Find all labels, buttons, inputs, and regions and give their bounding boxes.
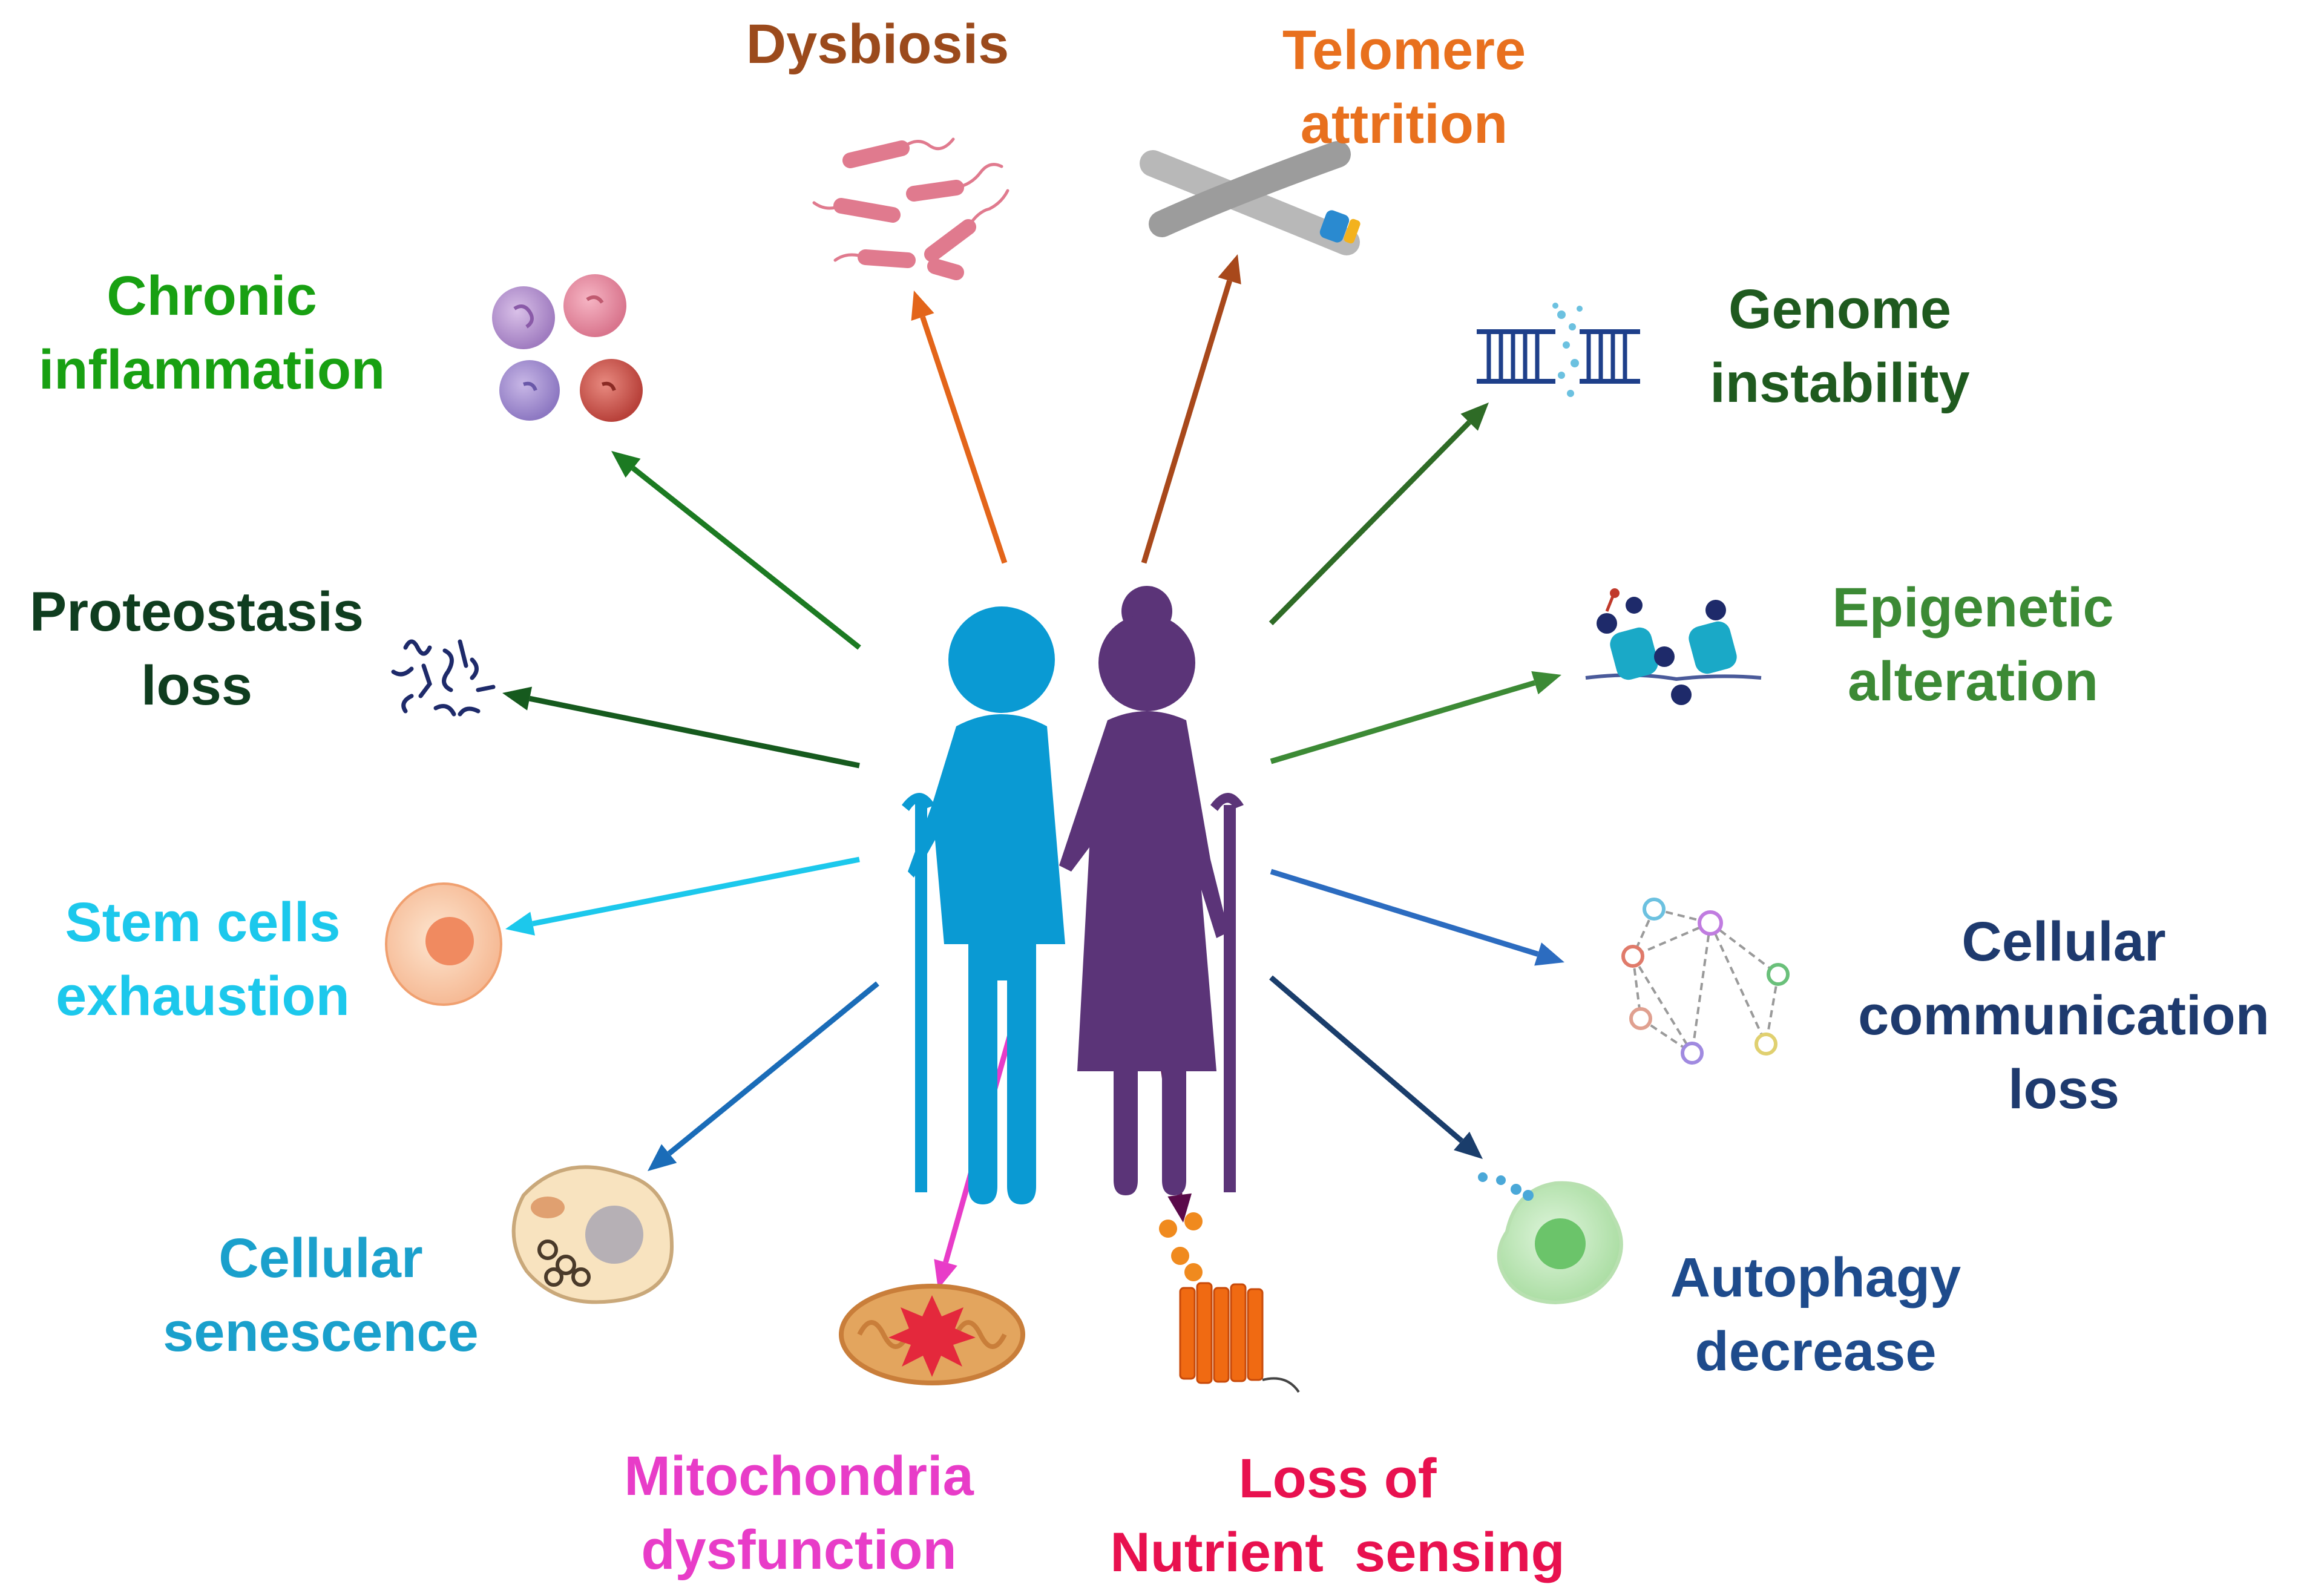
arrow-to-dysbiosis bbox=[911, 291, 1008, 564]
arrow-to-cellular-communication-loss bbox=[1270, 869, 1564, 966]
arrow-to-stem-cells-exhaustion bbox=[505, 856, 860, 936]
nucleosome-methylation-icon bbox=[1585, 588, 1762, 705]
arrow-to-autophagy-decrease bbox=[1269, 975, 1483, 1159]
chromosome-icon bbox=[1140, 141, 1361, 255]
stem-cell-icon bbox=[385, 882, 502, 1006]
arrow-to-genome-instability bbox=[1269, 402, 1489, 626]
senescent-cell-icon bbox=[511, 1165, 674, 1304]
label-dysbiosis: Dysbiosis bbox=[746, 13, 1009, 75]
cell-network-icon bbox=[1621, 898, 1790, 1065]
macrophage-icon bbox=[1478, 1172, 1623, 1305]
arrow-to-epigenetic-alteration bbox=[1270, 671, 1561, 764]
elderly-couple-with-canes-icon bbox=[902, 586, 1244, 1204]
mitochondrion-ros-icon bbox=[839, 1284, 1025, 1385]
immune-cells-icon bbox=[492, 274, 643, 422]
misfolded-protein-icon bbox=[391, 639, 496, 717]
arrow-to-chronic-inflammation bbox=[611, 451, 861, 650]
arrow-to-cellular-senescence bbox=[648, 981, 879, 1171]
arrow-to-telomere-attrition bbox=[1141, 254, 1241, 564]
bacteria-icon bbox=[812, 137, 1009, 280]
membrane-receptor-icon bbox=[1159, 1212, 1300, 1393]
arrow-to-proteostasis-loss bbox=[502, 686, 860, 769]
dna-damage-icon bbox=[1477, 303, 1640, 397]
